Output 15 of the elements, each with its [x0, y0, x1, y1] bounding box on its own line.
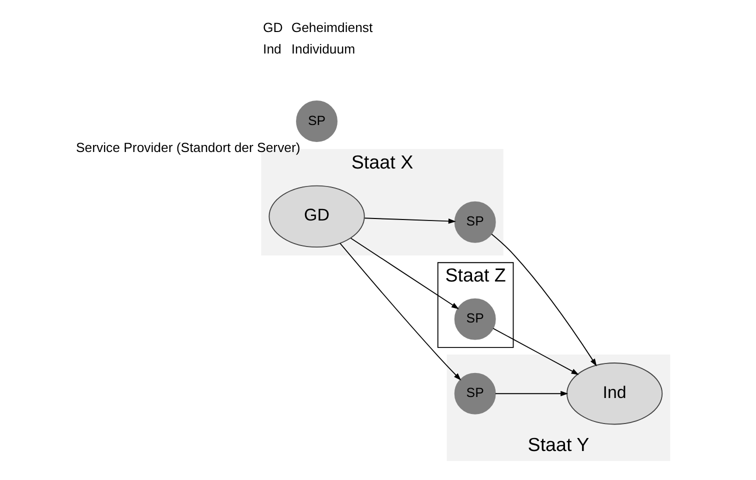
- arrow: [339, 242, 461, 380]
- arrow: [364, 218, 456, 224]
- label: GD: [262, 20, 282, 35]
- arrow: [350, 238, 458, 310]
- arrow: [494, 390, 568, 396]
- label: Individuum: [290, 42, 355, 57]
- node-ellipse: Ind: [566, 362, 662, 425]
- arrow: [492, 328, 578, 375]
- arrow: [490, 234, 596, 366]
- label: Geheimdienst: [290, 20, 372, 35]
- node-circle: SP: [296, 100, 337, 142]
- node-ellipse: GD: [268, 185, 364, 248]
- label: Ind: [262, 42, 281, 57]
- node-circle: SP: [454, 201, 496, 243]
- node-circle: SP: [454, 298, 496, 340]
